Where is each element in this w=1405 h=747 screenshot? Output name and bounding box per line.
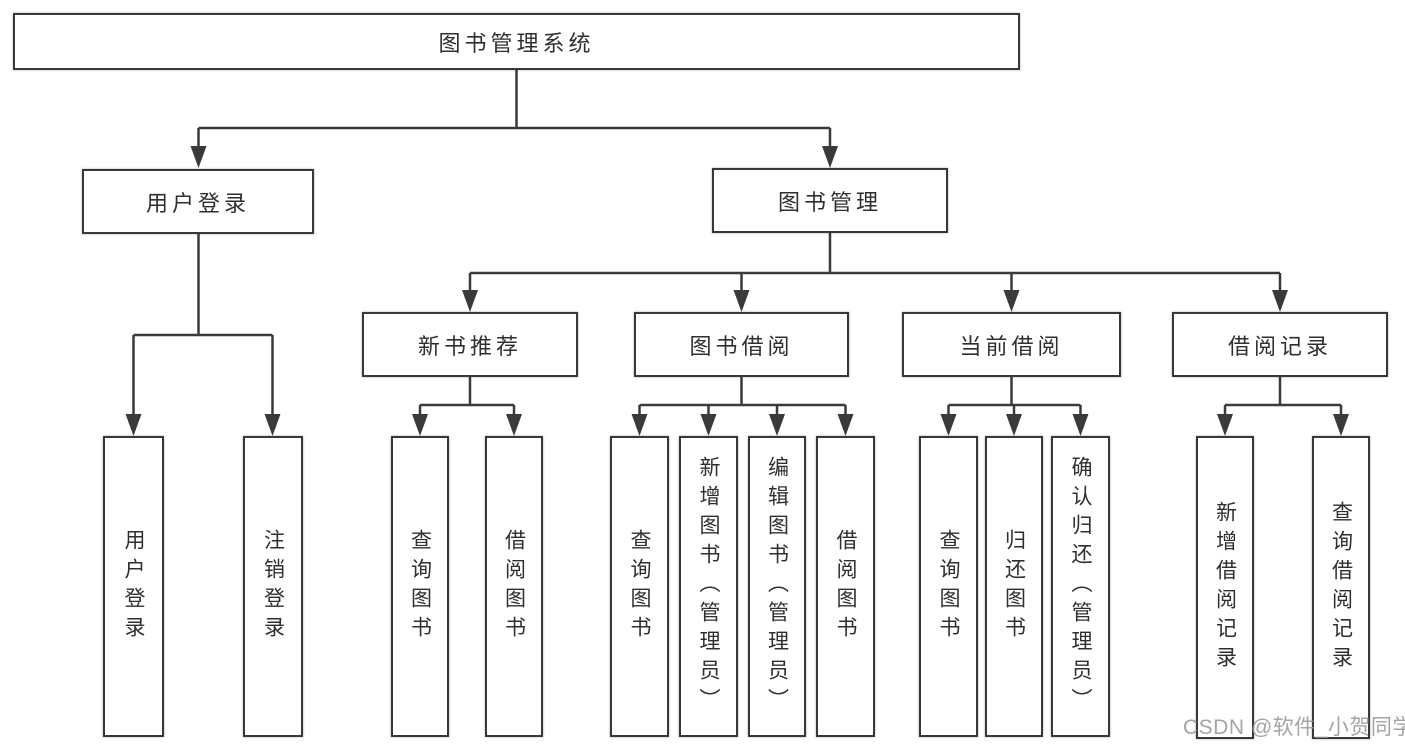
leaf-borrow-borrow-books: 借阅图书 xyxy=(816,436,875,737)
leaf-label: 归还图书 xyxy=(1002,528,1026,645)
leaf-label: 新增图书（管理员） xyxy=(697,456,720,717)
node-book-borrow: 图书借阅 xyxy=(634,312,849,377)
leaf-records-query-record: 查询借阅记录 xyxy=(1312,436,1370,739)
leaf-current-return-books: 归还图书 xyxy=(985,436,1043,737)
node-root: 图书管理系统 xyxy=(13,13,1020,70)
leaf-current-query-books: 查询图书 xyxy=(919,436,978,737)
node-new-book-recommend: 新书推荐 xyxy=(362,312,578,377)
node-book-management: 图书管理 xyxy=(712,168,948,233)
leaf-newbook-borrow-books: 借阅图书 xyxy=(485,436,543,737)
node-current-borrow: 当前借阅 xyxy=(902,312,1121,377)
leaf-current-confirm-return: 确认归还（管理员） xyxy=(1051,436,1110,737)
leaf-newbook-query-books: 查询图书 xyxy=(391,436,449,737)
leaf-label: 借阅图书 xyxy=(834,528,857,645)
leaf-borrow-edit-books: 编辑图书（管理员） xyxy=(748,436,806,737)
leaf-user-login: 用户登录 xyxy=(103,436,164,737)
connector-borrow-records-to-leaves xyxy=(1217,377,1349,436)
leaf-label: 确认归还（管理员） xyxy=(1069,456,1092,717)
connector-root-to-level2 xyxy=(190,70,838,168)
leaf-label: 注销登录 xyxy=(261,528,285,645)
leaf-label: 查询图书 xyxy=(628,528,651,645)
node-borrow-records: 借阅记录 xyxy=(1172,312,1388,377)
connector-current-borrow-to-leaves xyxy=(940,377,1089,436)
leaf-label: 查询图书 xyxy=(937,528,960,645)
node-user-login: 用户登录 xyxy=(82,169,314,234)
connector-book-borrow-to-leaves xyxy=(631,377,854,436)
connector-new-book-to-leaves xyxy=(412,377,522,436)
leaf-label: 借阅图书 xyxy=(502,528,526,645)
leaf-label: 编辑图书（管理员） xyxy=(765,456,789,717)
leaf-label: 查询借阅记录 xyxy=(1329,500,1353,675)
leaf-logout: 注销登录 xyxy=(243,436,303,737)
leaf-label: 用户登录 xyxy=(122,528,145,645)
leaf-label: 新增借阅记录 xyxy=(1213,500,1237,675)
leaf-label: 查询图书 xyxy=(408,528,432,645)
leaf-records-add-record: 新增借阅记录 xyxy=(1196,436,1254,739)
leaf-borrow-add-books: 新增图书（管理员） xyxy=(679,436,738,737)
connector-user-login-to-leaves xyxy=(125,234,281,436)
leaf-borrow-query-books: 查询图书 xyxy=(610,436,669,737)
connector-book-management-to-level3 xyxy=(462,233,1288,312)
watermark: CSDN @软件_小贺同学 xyxy=(1183,716,1405,739)
